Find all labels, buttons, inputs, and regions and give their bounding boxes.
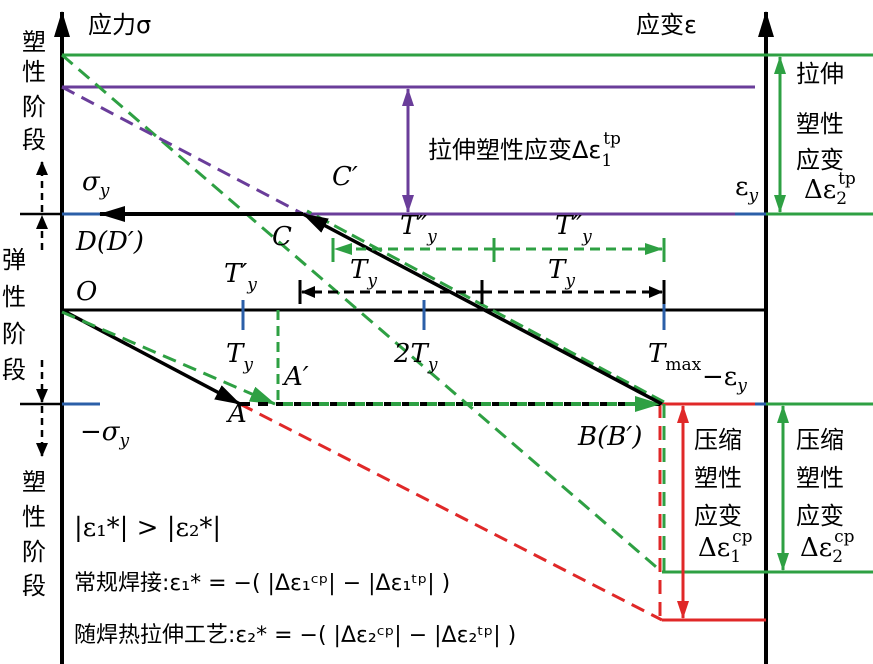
label-Ty-prime: T′y	[224, 259, 257, 295]
label-C: C	[272, 222, 292, 252]
label-Ty-tick: Ty	[226, 339, 253, 375]
label-neg-sigma-y: −σy	[80, 417, 130, 451]
stage-char: 段	[22, 572, 46, 600]
label-Ty-dprime-2: T″y	[555, 211, 592, 247]
label-line: 应变	[694, 502, 742, 530]
label-line: 压缩	[694, 426, 742, 454]
tensile-strain-2-label: 拉伸 塑性 应变 Δε2tp	[796, 60, 856, 209]
tensile-strain-1-label: 拉伸塑性应变Δε1tp	[428, 129, 621, 171]
green-Ty-interval-arrows	[331, 238, 666, 262]
path-O-A-prime	[61, 310, 276, 406]
black-Ty-interval-arrows	[298, 280, 666, 304]
compress-strain-1-label: 压缩 塑性 应变 Δε1cp	[694, 426, 753, 567]
label-line: 压缩	[796, 426, 844, 454]
label-line: 塑性	[796, 110, 844, 138]
stage-char: 阶	[2, 320, 26, 348]
label-line: 应变	[796, 502, 844, 530]
path-B-C	[302, 212, 663, 406]
label-2Ty-tick: 2Ty	[393, 339, 438, 375]
stage-boundary-arrows	[20, 161, 62, 457]
label-math: Δε2cp	[800, 527, 855, 567]
label-A-prime: A′	[282, 362, 309, 392]
stage-char: 性	[2, 283, 26, 311]
stage-label-plastic-bottom: 塑 性 阶 段	[22, 468, 46, 600]
label-neg-eps-y: −εy	[702, 362, 747, 396]
label-C-prime: C′	[332, 162, 358, 192]
label-sigma-y: σy	[82, 167, 110, 201]
formula-conventional-welding: 常规焊接:ε₁* = −( |Δε₁ᶜᵖ| − |Δε₁ᵗᵖ| )	[74, 571, 450, 596]
stage-char: 阶	[22, 93, 46, 121]
stage-char: 性	[22, 58, 46, 86]
label-Ty-interval-1: Ty	[350, 255, 377, 291]
red-dashed-line	[239, 402, 663, 622]
compress-strain-2-label: 压缩 塑性 应变 Δε2cp	[796, 426, 855, 567]
stage-char: 弹	[2, 246, 26, 274]
label-Tmax-tick: Tmax	[648, 339, 702, 375]
green-dashed-unload-line	[61, 53, 663, 574]
label-D: D(D′)	[75, 227, 144, 257]
label-line: 塑性	[694, 464, 742, 492]
formula-tensioning-process: 随焊热拉伸工艺:ε₂* = −( |Δε₂ᶜᵖ| − |Δε₂ᵗᵖ| )	[74, 623, 516, 648]
stress-axis-label: 应力σ	[88, 11, 151, 39]
label-math: Δε1cp	[698, 527, 753, 567]
label-math: Δε2tp	[804, 169, 856, 209]
label-line: 应变	[796, 146, 844, 174]
label-A: A	[226, 399, 247, 429]
stage-char: 段	[2, 356, 26, 384]
stage-char: 阶	[22, 538, 46, 566]
stage-label-elastic: 弹 性 阶 段	[2, 246, 26, 384]
label-Ty-interval-2: Ty	[548, 255, 575, 291]
stage-label-plastic-top: 塑 性 阶 段	[22, 28, 46, 154]
stage-char: 段	[22, 126, 46, 154]
label-Ty-dprime-1: T″y	[400, 211, 437, 247]
stage-char: 塑	[22, 28, 46, 56]
label-line: 塑性	[796, 464, 844, 492]
label-eps-y: εy	[735, 172, 758, 206]
label-line: 拉伸	[796, 60, 844, 88]
strain-axis-label: 应变ε	[636, 11, 697, 39]
label-O: O	[76, 277, 97, 307]
inequality-text: |ε₁*| > |ε₂*|	[74, 513, 221, 543]
purple-dashed-line	[61, 85, 304, 216]
stage-char: 性	[22, 503, 46, 531]
label-B: B(B′)	[577, 422, 642, 452]
stage-char: 塑	[22, 468, 46, 496]
path-B-C-green	[306, 209, 665, 404]
